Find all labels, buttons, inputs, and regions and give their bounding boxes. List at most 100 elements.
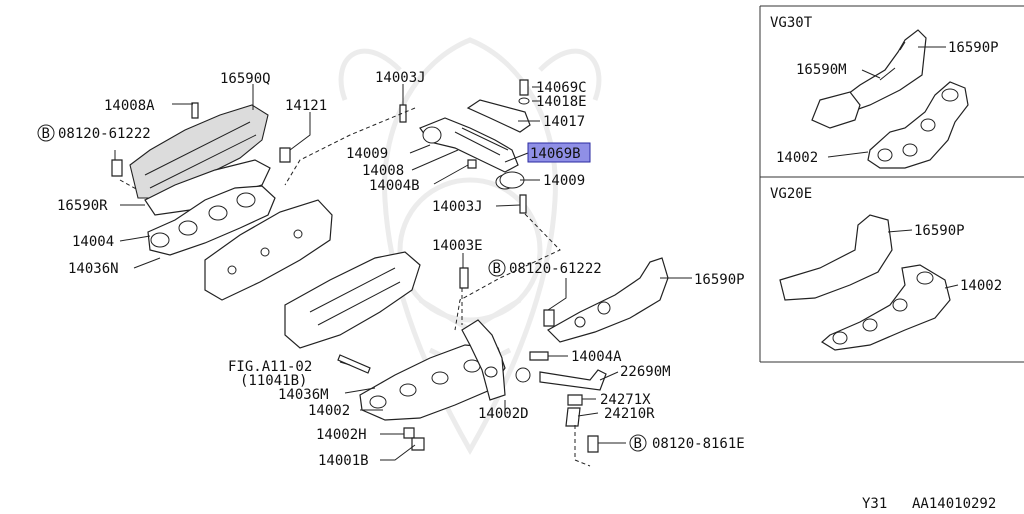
cylinder-head-right — [284, 251, 421, 349]
variant-panels: VG30T VG20E 16590P 16590M 14002 — [759, 5, 1024, 363]
callout-24210R[interactable]: 24210R — [604, 406, 655, 422]
callout-14004A[interactable]: 14004A — [571, 349, 622, 365]
callout-14002-main[interactable]: 14002 — [308, 403, 350, 419]
svg-text:14003J: 14003J — [375, 70, 426, 86]
callout-14002H[interactable]: 14002H — [316, 427, 367, 443]
svg-text:24271X: 24271X — [600, 392, 651, 408]
stud-fig-a11 — [337, 354, 371, 374]
svg-text:24210R: 24210R — [604, 406, 655, 422]
svg-text:14121: 14121 — [285, 98, 327, 114]
svg-text:14036M: 14036M — [278, 387, 329, 403]
svg-text:B: B — [634, 436, 642, 452]
callout-14001B[interactable]: 14001B — [318, 453, 369, 469]
footer-figure-code: AA14010292 — [912, 496, 996, 510]
svg-text:14002H: 14002H — [316, 427, 367, 443]
stud-14003J-b — [519, 194, 527, 214]
callout-11041B[interactable]: (11041B) — [240, 373, 307, 389]
callout-24271X[interactable]: 24271X — [600, 392, 651, 408]
svg-text:08120-8161E: 08120-8161E — [652, 436, 745, 452]
nut-14001B — [411, 437, 425, 451]
stud-14003J-a — [399, 104, 407, 123]
svg-text:08120-61222: 08120-61222 — [58, 126, 151, 142]
callout-14008A[interactable]: 14008A — [104, 98, 155, 114]
callout-14004[interactable]: 14004 — [72, 234, 114, 250]
main-callouts: 16590Q 14008A 14121 B 08120-61222 16590R… — [37, 70, 745, 469]
callout-08120-61222-b[interactable]: B 08120-61222 — [488, 259, 602, 277]
svg-text:14002: 14002 — [960, 278, 1002, 294]
callout-14121[interactable]: 14121 — [285, 98, 327, 114]
svg-text:FIG.A11-02: FIG.A11-02 — [228, 359, 312, 375]
svg-text:14008: 14008 — [362, 163, 404, 179]
callout-14002-vg30t[interactable]: 14002 — [776, 150, 818, 166]
vg30t-heat-shield — [811, 29, 927, 129]
callout-22690M[interactable]: 22690M — [620, 364, 671, 380]
callout-14069B[interactable]: 14069B — [527, 142, 591, 163]
svg-text:14036N: 14036N — [68, 261, 119, 277]
svg-text:14003E: 14003E — [432, 238, 483, 254]
vg30t-title: VG30T — [770, 15, 813, 31]
callout-14008[interactable]: 14008 — [362, 163, 404, 179]
vg20e-heat-shield — [779, 214, 893, 301]
selected-highlight — [527, 142, 591, 163]
bracket-14017 — [466, 99, 531, 133]
callout-14002-vg20e[interactable]: 14002 — [960, 278, 1002, 294]
svg-text:B: B — [42, 126, 50, 142]
bolt-08120-a — [111, 159, 123, 177]
svg-text:14001B: 14001B — [318, 453, 369, 469]
callout-16590P-main[interactable]: 16590P — [694, 272, 745, 288]
svg-text:14004B: 14004B — [369, 178, 420, 194]
bracket-24210R — [565, 407, 581, 427]
nut-14004B — [467, 159, 477, 169]
callout-16590R[interactable]: 16590R — [57, 198, 108, 214]
callout-14003E[interactable]: 14003E — [432, 238, 483, 254]
bolt-14121 — [279, 147, 291, 163]
callout-08120-61222-a[interactable]: B 08120-61222 — [37, 124, 151, 142]
callout-14018E[interactable]: 14018E — [536, 94, 587, 110]
svg-text:(11041B): (11041B) — [240, 373, 307, 389]
pipe-14069B — [419, 117, 519, 173]
svg-text:16590P: 16590P — [948, 40, 999, 56]
svg-text:14004: 14004 — [72, 234, 114, 250]
vg20e-title: VG20E — [770, 186, 812, 202]
part-24271X — [567, 394, 583, 406]
callout-14069C[interactable]: 14069C — [536, 80, 587, 96]
callout-14036N[interactable]: 14036N — [68, 261, 119, 277]
sensor-22690M — [539, 369, 607, 391]
callout-16590P-vg20e[interactable]: 16590P — [914, 223, 965, 239]
footer: Y31 AA14010292 — [862, 496, 996, 512]
callout-14003J-a[interactable]: 14003J — [375, 70, 426, 86]
callout-14009-a[interactable]: 14009 — [346, 146, 388, 162]
callout-16590M[interactable]: 16590M — [796, 62, 847, 78]
svg-text:16590R: 16590R — [57, 198, 108, 214]
callout-16590Q[interactable]: 16590Q — [220, 71, 271, 87]
callout-14036M[interactable]: 14036M — [278, 387, 329, 403]
pipe-14002D — [461, 319, 506, 401]
callout-16590P-vg30t[interactable]: 16590P — [948, 40, 999, 56]
svg-text:14069C: 14069C — [536, 80, 587, 96]
svg-text:14002: 14002 — [776, 150, 818, 166]
callout-14009-b[interactable]: 14009 — [543, 173, 585, 189]
svg-text:14009: 14009 — [346, 146, 388, 162]
svg-text:14008A: 14008A — [104, 98, 155, 114]
bolt-14008A — [191, 102, 199, 119]
callout-14017[interactable]: 14017 — [543, 114, 585, 130]
svg-text:14004A: 14004A — [571, 349, 622, 365]
callout-14004B[interactable]: 14004B — [369, 178, 420, 194]
svg-text:14002: 14002 — [308, 403, 350, 419]
callout-FIG.A11-02[interactable]: FIG.A11-02 — [228, 359, 312, 375]
vg30t-manifold — [867, 81, 969, 169]
svg-text:22690M: 22690M — [620, 364, 671, 380]
bolt-14069C — [519, 79, 529, 96]
callout-14003J-b[interactable]: 14003J — [432, 199, 483, 215]
stud-14004A — [529, 351, 549, 361]
bolt-08120-b — [543, 309, 555, 327]
svg-text:16590Q: 16590Q — [220, 71, 271, 87]
svg-text:16590P: 16590P — [694, 272, 745, 288]
svg-text:14069B: 14069B — [530, 146, 581, 162]
svg-text:14017: 14017 — [543, 114, 585, 130]
svg-text:16590M: 16590M — [796, 62, 847, 78]
callout-14002D[interactable]: 14002D — [478, 406, 529, 422]
callout-08120-8161E[interactable]: B 08120-8161E — [629, 434, 745, 452]
